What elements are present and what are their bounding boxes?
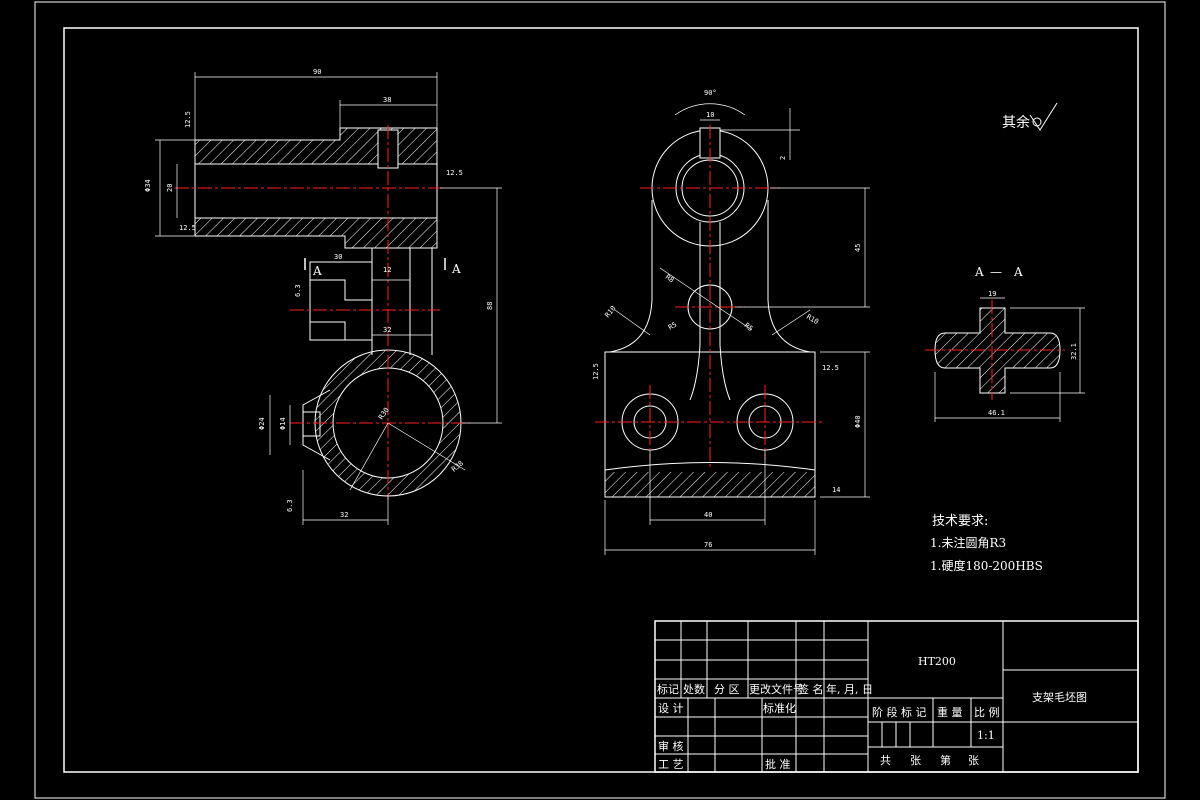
dim-r5-right: R5 [743,321,755,333]
tb-sheet-unit2: 张 [968,754,979,767]
front-arm [609,200,811,353]
dim-45: 45 [854,244,862,252]
ra-12-5-front-right: 12.5 [822,364,839,372]
sheet-inner-border [63,27,1139,773]
title-block [654,620,1139,773]
ra-6-3-d: 6.3 [294,284,302,297]
section-a-a-view [925,297,1085,422]
tb-h-sign: 签 名 [798,682,824,696]
tb-weight: 重 量 [937,705,963,719]
dim-10-top: 10 [706,111,714,119]
ra-12-5-a: 12.5 [184,111,192,128]
tb-h-date: 年, 月, 日 [826,682,873,696]
tb-stage-mark: 阶 段 标 记 [872,705,927,719]
surface-roughness-icon [1029,102,1058,131]
ra-12-5-c: 12.5 [179,224,196,232]
tb-h-mark: 标记 [657,682,679,696]
tb-scale: 1:1 [977,729,995,742]
dim-76: 76 [704,541,712,549]
tb-ratio: 比 例 [974,705,1000,719]
dim-r10-right: R10 [805,313,820,326]
tb-material: HT200 [918,655,956,668]
sec-dim-32-1: 32.1 [1070,343,1078,360]
tb-process: 工 艺 [658,758,684,771]
tech-req-title: 技术要求: [932,514,988,529]
dim-2: 2 [779,156,787,160]
section-dim-lines [934,297,1085,422]
dim-r8: R8 [664,273,676,284]
left-dimension-lines [155,72,502,525]
tb-sheets-unit: 张 [910,754,921,767]
section-title-a2: A [1013,265,1023,279]
dim-phi14: Φ14 [279,417,287,430]
dim-r10-left: R10 [603,304,617,319]
tb-design: 设 计 [658,702,684,715]
front-dimension-lines [604,103,870,555]
section-label-a-right: A [451,262,461,276]
dim-r5-left: R5 [667,321,678,332]
left-side-boss [302,389,331,461]
dim-30: 30 [334,253,342,261]
sec-dim-46-1: 46.1 [988,409,1005,417]
base-slot-curve [604,462,816,471]
dim-phi34: Φ34 [144,179,152,192]
tb-approve: 批 准 [765,757,791,771]
section-centerlines [925,300,1065,400]
sheet-outer-border [34,1,1166,799]
dim-90-top: 90 [313,68,321,76]
front-centerlines [595,125,825,470]
left-section-marks [304,258,446,270]
tb-h-count: 处数 [683,683,705,696]
dim-12: 12 [383,266,391,274]
dim-20: 20 [166,184,174,192]
left-centerlines [175,125,470,500]
section-title-dash: — [990,265,1002,279]
dim-32: 32 [383,326,391,334]
dim-38: 38 [383,96,391,104]
left-tube-hatch-top [195,140,437,164]
tb-h-zone: 分 区 [714,683,740,696]
section-title-a1: A [974,265,984,279]
dim-90deg: 90° [704,89,717,97]
tb-drawing-name: 支架毛坯图 [1032,691,1087,704]
tb-sheets-total: 共 [880,754,891,767]
dim-40: 40 [704,511,712,519]
base-hatch [605,472,815,497]
dim-32-bottom: 32 [340,511,348,519]
left-tube-hatch-bottom [195,218,437,236]
dim-phi24: Φ24 [258,417,266,430]
tb-h-doc: 更改文件号 [749,682,804,696]
ra-6-3-e: 6.3 [286,499,294,512]
web-rib [689,222,731,401]
ra-12-5-front-left: 12.5 [592,363,600,380]
tb-review: 审 核 [658,739,684,753]
left-view [155,72,502,525]
left-tube-hatch-bottom2 [345,236,437,248]
tb-sheet-num: 第 [940,753,951,767]
sec-dim-19: 19 [988,290,996,298]
dim-r30: R30 [377,406,391,421]
dim-phi40: Φ40 [854,415,862,428]
dim-14: 14 [832,486,840,494]
tech-req-item-1: 1.未注圆角R3 [930,535,1006,550]
ra-12-5-b: 12.5 [446,169,463,177]
front-view [595,103,870,555]
dim-r38: R38 [450,459,465,473]
section-label-a-left: A [312,264,322,278]
tech-req-item-2: 1.硬度180-200HBS [930,558,1043,573]
tb-standard: 标准化 [763,701,796,715]
dim-88: 88 [486,302,494,310]
surface-note: 其余 [1002,114,1030,131]
